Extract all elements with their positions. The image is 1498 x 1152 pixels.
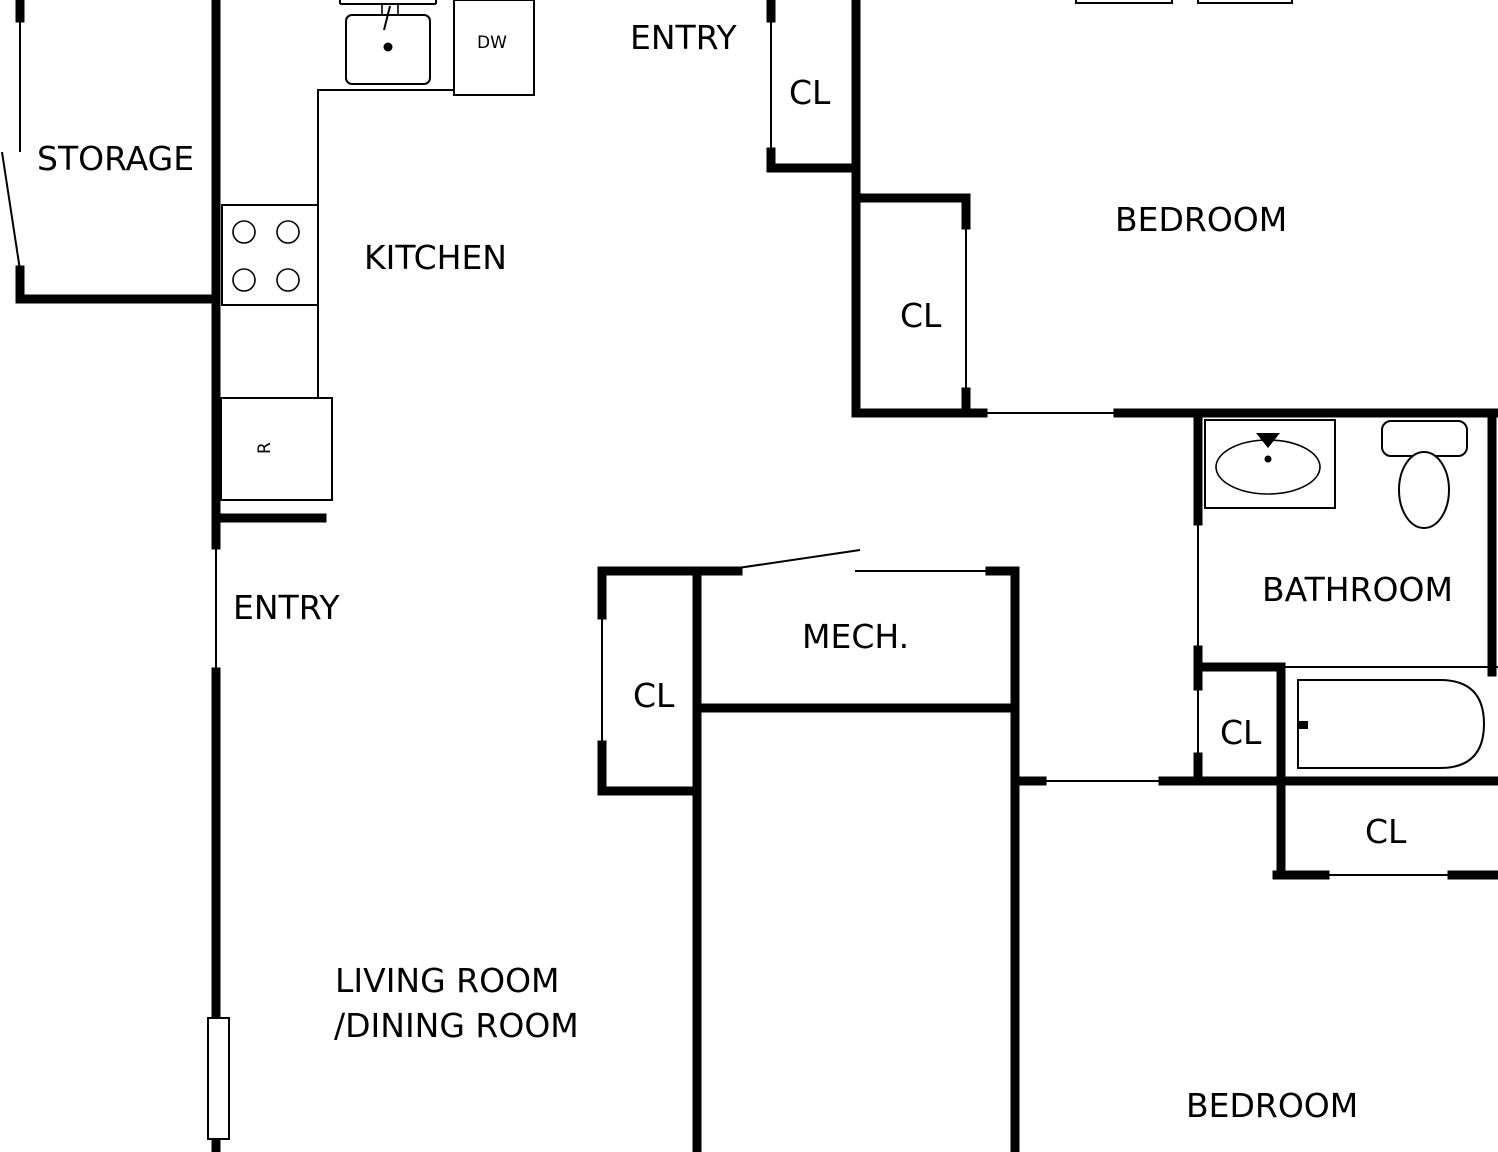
toilet-bowl (1398, 451, 1450, 529)
burner-icon-2 (276, 220, 300, 244)
walls (15, 0, 1498, 1152)
living-room-label-line1: LIVING ROOM (335, 961, 560, 1000)
sink-drain-icon (383, 42, 393, 52)
kitchen-label: KITCHEN (364, 238, 507, 277)
living-room-label-line2: /DINING ROOM (334, 1006, 579, 1045)
bathroom-drain-icon (1264, 455, 1272, 463)
closet-living-label: CL (633, 676, 675, 715)
burner-icon-4 (276, 268, 300, 292)
bathroom-faucet-icon (1256, 433, 1280, 448)
room-labels: STORAGE KITCHEN ENTRY ENTRY BEDROOM BEDR… (37, 18, 1453, 1125)
mech-door-swing (737, 549, 861, 569)
refrigerator-label: R (255, 442, 275, 454)
toilet-tank (1381, 420, 1468, 457)
dishwasher-label: DW (477, 33, 507, 53)
closet-bath-label: CL (1220, 713, 1262, 752)
burner-icon-3 (232, 268, 256, 292)
sink-faucet-base (381, 3, 399, 16)
bathroom-label: BATHROOM (1262, 570, 1453, 609)
living-closet-wall-bottom (597, 740, 702, 796)
entry-closet-wall-bottom (766, 147, 861, 173)
sink-faucet-icon (383, 5, 391, 31)
bathtub (1297, 679, 1486, 769)
refrigerator (220, 397, 333, 501)
living-closet-wall-top (597, 566, 743, 620)
bedroom-bottom-label: BEDROOM (1186, 1086, 1358, 1125)
mech-wall-right (985, 566, 1020, 1152)
fixtures (220, 0, 1486, 769)
burner-icon-1 (232, 220, 256, 244)
stove (221, 204, 319, 306)
storage-door-swing (1, 151, 21, 271)
living-window (207, 1017, 230, 1140)
storage-label: STORAGE (37, 139, 194, 178)
dishwasher (453, 0, 535, 96)
entry-top-label: ENTRY (630, 18, 738, 57)
tub-faucet-icon (1298, 721, 1308, 729)
closet-bottom-right-label: CL (1365, 812, 1407, 851)
bedroom-closet-wall (851, 193, 971, 230)
entry-left-label: ENTRY (233, 588, 341, 627)
closet-entry-label: CL (789, 73, 831, 112)
closet-bedroom-label: CL (900, 296, 942, 335)
mech-label: MECH. (802, 617, 909, 656)
bedroom-top-label: BEDROOM (1115, 200, 1287, 239)
